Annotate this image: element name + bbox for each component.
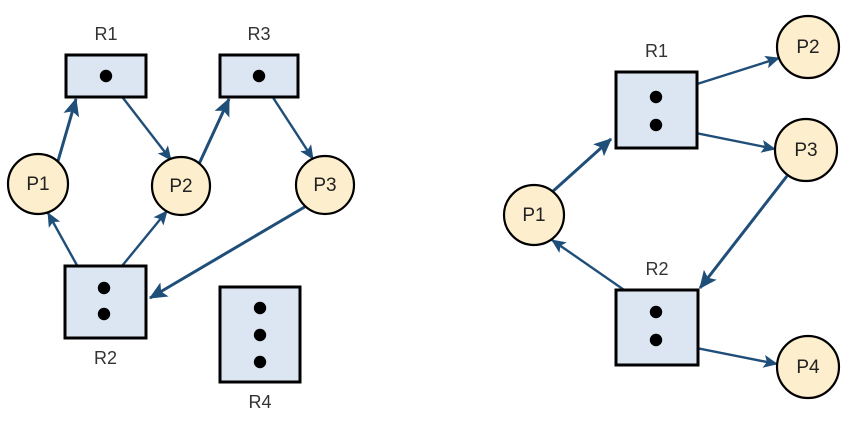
process-circle-P2[interactable]: [775, 14, 841, 80]
resource-instance-dot-R2-1: [649, 305, 663, 319]
process-circle-P4[interactable]: [775, 334, 841, 400]
process-node-P1[interactable]: P1: [502, 183, 566, 247]
edge-request-P1-to-R1: [56, 97, 80, 162]
process-circle-P1[interactable]: [502, 183, 566, 247]
process-node-P2[interactable]: P2: [775, 14, 841, 80]
resource-node-R1[interactable]: R1: [614, 41, 699, 150]
process-label-P2: P2: [796, 37, 819, 58]
resource-box-R2[interactable]: [63, 264, 148, 340]
edge-request-P2-to-R3: [197, 97, 231, 165]
resource-instance-dot-R1-2: [649, 118, 663, 132]
resource-instance-dot-R2-1: [97, 281, 111, 295]
resource-instance-dot-R1-1: [99, 69, 113, 83]
process-label-P1: P1: [26, 174, 49, 195]
resource-node-R3[interactable]: R3: [218, 24, 300, 99]
resource-box-R1[interactable]: [614, 70, 699, 150]
process-label-P4: P4: [796, 357, 820, 378]
resource-label-R1: R1: [645, 41, 668, 61]
edge-request-P3-to-R2: [698, 175, 789, 289]
resource-node-R4[interactable]: R4: [218, 285, 302, 412]
process-label-P3: P3: [313, 175, 336, 196]
resource-instance-dot-R2-2: [97, 307, 111, 321]
resource-instance-dot-R4-3: [253, 355, 267, 369]
resource-node-R2[interactable]: R2: [614, 259, 700, 367]
process-node-P3[interactable]: P3: [773, 117, 839, 183]
process-circle-P3[interactable]: [294, 154, 356, 216]
process-circle-P1[interactable]: [6, 152, 70, 216]
resource-node-R2[interactable]: R2: [63, 264, 148, 368]
resource-instance-dot-R4-2: [253, 328, 267, 342]
process-node-P1[interactable]: P1: [6, 152, 70, 216]
resource-instance-dot-R4-1: [253, 301, 267, 315]
process-label-P3: P3: [794, 140, 817, 161]
resource-instance-dot-R2-2: [649, 333, 663, 347]
resource-instance-dot-R3-1: [252, 69, 266, 83]
process-node-P3[interactable]: P3: [294, 154, 356, 216]
resource-label-R1: R1: [94, 24, 117, 44]
process-circle-P3[interactable]: [773, 117, 839, 183]
resource-label-R2: R2: [94, 348, 117, 368]
process-node-P4[interactable]: P4: [775, 334, 841, 400]
resource-node-R1[interactable]: R1: [64, 24, 148, 99]
process-node-P2[interactable]: P2: [150, 155, 212, 217]
resource-label-R4: R4: [248, 392, 271, 412]
resource-box-R2[interactable]: [614, 288, 700, 367]
process-label-P2: P2: [169, 176, 192, 197]
resource-label-R2: R2: [645, 259, 668, 279]
edge-request-P3-to-R2: [148, 203, 309, 300]
resource-instance-dot-R1-1: [649, 90, 663, 104]
resource-box-R3[interactable]: [218, 53, 300, 99]
process-circle-P2[interactable]: [150, 155, 212, 217]
resource-label-R3: R3: [247, 24, 270, 44]
process-label-P1: P1: [522, 205, 545, 226]
edge-request-P1-to-R1: [549, 137, 613, 195]
